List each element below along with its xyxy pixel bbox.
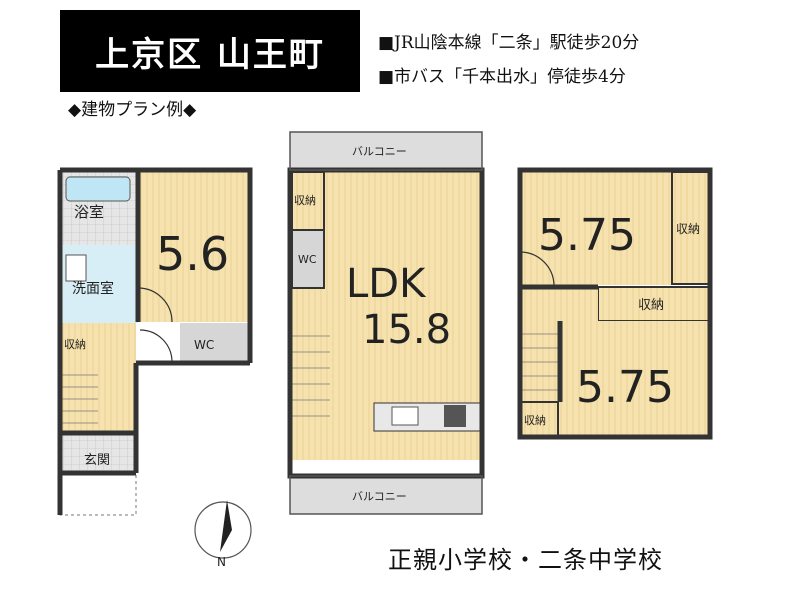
- entrance-porch: [59, 472, 137, 516]
- label-wc-1f: WC: [194, 338, 214, 352]
- title-box: 上京区 山王町: [60, 10, 360, 92]
- stairs-2f: [292, 320, 330, 430]
- wc-1f-area: [180, 323, 250, 363]
- floor-2: バルコニー 収納 WC LDK 15.8 バルコニー: [287, 131, 485, 515]
- room-5-6: [138, 170, 250, 322]
- room-3f-lower: [560, 321, 710, 437]
- compass: N: [194, 500, 252, 569]
- floor-1: 浴室 洗面室 5.6 収納 WC 玄関: [57, 167, 253, 516]
- label-storage-3f-small: 収納: [524, 414, 546, 427]
- label-washroom: 洗面室: [72, 280, 114, 297]
- label-storage-3f-right: 収納: [676, 222, 700, 236]
- kitchen-sink: [391, 406, 419, 426]
- hall-1f: [98, 323, 136, 433]
- label-storage-1f: 収納: [64, 338, 86, 351]
- access-rail: ■JR山陰本線「二条」駅徒歩20分: [378, 33, 640, 53]
- label-wc-2f: WC: [298, 253, 317, 266]
- storage-3f-right: [671, 171, 711, 285]
- bathtub: [65, 176, 131, 202]
- school-info: 正親小学校・二条中学校: [388, 546, 663, 574]
- label-ldk: LDK: [346, 261, 427, 307]
- label-entrance: 玄関: [84, 453, 110, 468]
- label-ldk-size: 15.8: [362, 307, 451, 353]
- balcony-top: [290, 132, 482, 170]
- label-balcony-bottom: バルコニー: [352, 490, 407, 503]
- page-title: 上京区 山王町: [95, 34, 325, 75]
- label-storage-3f-mid: 収納: [638, 298, 664, 313]
- label-balcony-top: バルコニー: [352, 145, 407, 158]
- washbasin: [65, 254, 87, 282]
- balcony-bottom: [290, 476, 482, 514]
- access-bus: ■市バス「千本出水」停徒歩4分: [378, 67, 626, 87]
- compass-needle: [220, 500, 232, 552]
- label-storage-2f: 収納: [294, 194, 316, 207]
- kitchen-stove: [444, 405, 466, 427]
- label-room-3f-upper: 5.75: [538, 210, 636, 261]
- label-bath: 浴室: [74, 203, 104, 221]
- stairs-1f: [60, 363, 98, 433]
- floor-3: 5.75 収納 収納 5.75 収納: [517, 167, 713, 440]
- label-room-5-6: 5.6: [156, 227, 229, 281]
- entrance-area: [60, 433, 136, 473]
- storage-1f: [60, 323, 98, 363]
- compass-north-label: N: [217, 555, 226, 569]
- stairs-3f: [520, 320, 560, 400]
- plan-label: ◆建物プラン例◆: [68, 100, 197, 120]
- label-room-3f-lower: 5.75: [576, 362, 674, 413]
